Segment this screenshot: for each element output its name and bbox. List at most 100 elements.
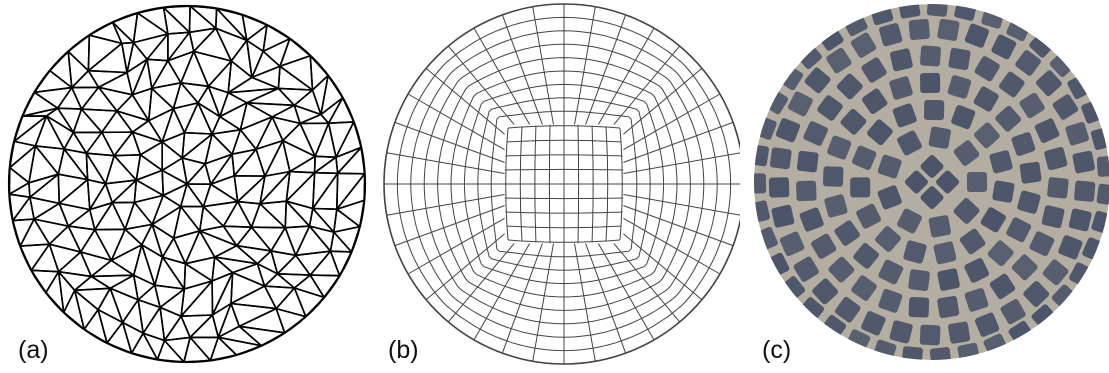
mesh-triangle bbox=[35, 146, 64, 174]
mesh-triangle bbox=[215, 257, 258, 273]
spoke-line bbox=[448, 46, 514, 125]
cobblestone bbox=[937, 296, 960, 319]
mesh-triangle bbox=[278, 255, 311, 275]
cobblestone bbox=[957, 342, 981, 366]
mesh-triangle bbox=[82, 109, 117, 132]
cobblestone bbox=[920, 45, 941, 66]
spoke-line bbox=[623, 122, 733, 162]
mesh-triangle bbox=[88, 71, 127, 88]
mesh-triangle bbox=[285, 201, 309, 228]
spoke-line bbox=[586, 243, 626, 353]
cobblestone bbox=[823, 166, 844, 187]
cobblestone bbox=[770, 147, 792, 169]
panel-cobblestone: (c) bbox=[740, 0, 1109, 373]
cobblestone bbox=[928, 215, 951, 238]
mesh-edges bbox=[9, 6, 364, 362]
mesh-triangle bbox=[34, 203, 68, 226]
quadrilateral-mesh-diagram bbox=[370, 0, 740, 373]
cobblestone-image bbox=[740, 0, 1109, 373]
cobblestone bbox=[992, 180, 1015, 203]
mesh-triangle bbox=[143, 333, 164, 359]
panel-quad-mesh: (b) bbox=[370, 0, 740, 373]
mesh-triangle bbox=[290, 156, 315, 172]
spoke-line bbox=[426, 68, 505, 134]
spoke-line bbox=[448, 243, 514, 322]
mesh-triangle bbox=[203, 184, 237, 206]
panel-label-b: (b) bbox=[388, 336, 419, 365]
mesh-triangle bbox=[278, 88, 312, 105]
mesh-triangle bbox=[256, 141, 283, 177]
spoke-line bbox=[395, 122, 505, 162]
cobblestone bbox=[909, 297, 930, 318]
mesh-triangle bbox=[91, 275, 133, 288]
cobblestone bbox=[1072, 150, 1096, 174]
mesh-triangle bbox=[88, 43, 127, 72]
cobblestone bbox=[908, 269, 930, 291]
mesh-triangle bbox=[173, 83, 198, 109]
mesh-triangle bbox=[98, 288, 123, 322]
cobblestone bbox=[948, 321, 971, 344]
mesh-triangle bbox=[29, 174, 58, 197]
mesh-triangle bbox=[185, 257, 214, 281]
mesh-triangle bbox=[110, 275, 138, 300]
cobblestone bbox=[1097, 156, 1109, 177]
mesh-triangle bbox=[72, 87, 99, 109]
mesh-triangle bbox=[200, 231, 237, 257]
panel-triangular-mesh: (a) bbox=[0, 0, 370, 373]
panel-label-a: (a) bbox=[18, 336, 49, 365]
mesh-triangle bbox=[184, 337, 211, 362]
cobblestone bbox=[927, 0, 949, 17]
mesh-triangle bbox=[123, 322, 144, 353]
mesh-triangle bbox=[181, 281, 212, 316]
cobblestone bbox=[937, 268, 961, 292]
mesh-triangle bbox=[134, 180, 163, 202]
mesh-triangle bbox=[286, 173, 314, 209]
mesh-triangle bbox=[31, 270, 58, 292]
mesh-triangle bbox=[140, 142, 162, 171]
mesh-triangle bbox=[68, 35, 89, 70]
mesh-triangle bbox=[181, 51, 209, 86]
mesh-triangle bbox=[114, 155, 140, 180]
mesh-triangle bbox=[143, 307, 164, 340]
spoke-line bbox=[502, 15, 542, 125]
spoke-line bbox=[623, 206, 733, 246]
mesh-triangle bbox=[152, 195, 181, 224]
mesh-triangle bbox=[165, 316, 191, 340]
spoke-line bbox=[614, 46, 680, 125]
mesh-triangle bbox=[237, 227, 271, 251]
mesh-triangle bbox=[132, 59, 151, 95]
mesh-triangle bbox=[162, 170, 187, 195]
mesh-triangle bbox=[75, 276, 111, 290]
mesh-triangle bbox=[157, 341, 184, 363]
mesh-triangle bbox=[68, 210, 95, 230]
mesh-triangle bbox=[190, 337, 218, 360]
mesh-triangle bbox=[194, 28, 232, 61]
mesh-triangle bbox=[47, 116, 74, 149]
mesh-triangle bbox=[211, 154, 235, 184]
mesh-triangle bbox=[59, 252, 92, 276]
triangular-mesh-diagram bbox=[0, 0, 370, 373]
cobblestone bbox=[1019, 161, 1042, 184]
cobblestone bbox=[797, 151, 819, 173]
cobblestone bbox=[937, 18, 960, 41]
mesh-triangle bbox=[331, 232, 352, 252]
cobblestone bbox=[898, 0, 921, 19]
mesh-triangle bbox=[111, 229, 141, 260]
mesh-triangle bbox=[90, 184, 113, 210]
mesh-triangle bbox=[313, 76, 329, 115]
cobblestone bbox=[908, 19, 930, 41]
mesh-triangle bbox=[217, 9, 247, 41]
cobblestone bbox=[746, 173, 766, 193]
spoke-line bbox=[614, 243, 680, 322]
cobblestone bbox=[930, 347, 952, 369]
mesh-triangle bbox=[185, 103, 213, 134]
spoke-line bbox=[426, 234, 505, 300]
cobblestone bbox=[920, 73, 940, 93]
mesh-triangle bbox=[20, 219, 49, 246]
spoke-line bbox=[586, 15, 626, 125]
cobblestone bbox=[1047, 177, 1069, 199]
mesh-triangle bbox=[190, 6, 217, 28]
spoke-line bbox=[623, 68, 702, 134]
cobblestone bbox=[928, 126, 951, 149]
mesh-triangle bbox=[149, 109, 174, 142]
